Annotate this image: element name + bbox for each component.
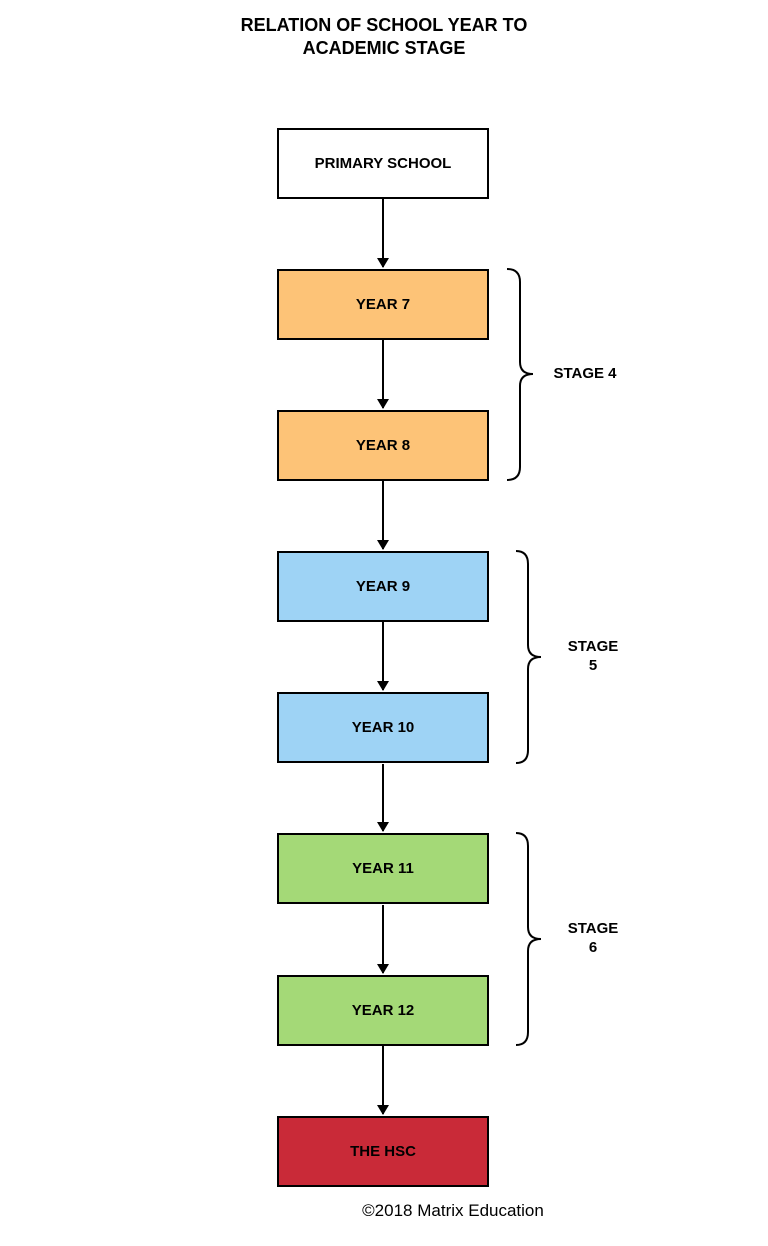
year-7-label: YEAR 7: [355, 296, 411, 313]
year-9-box: YEAR 9: [277, 551, 489, 622]
stage-6-label: STAGE 6: [554, 919, 632, 957]
diagram-title-line-2: ACADEMIC STAGE: [302, 38, 466, 58]
diagram-title: RELATION OF SCHOOL YEAR TO ACADEMIC STAG…: [0, 14, 768, 60]
stage-4-label: STAGE 4: [546, 364, 624, 383]
hsc-label: THE HSC: [350, 1143, 416, 1160]
hsc-box: THE HSC: [277, 1116, 489, 1187]
year-8-box: YEAR 8: [277, 410, 489, 481]
stage-6-line-1: STAGE: [567, 920, 619, 937]
year-10-label: YEAR 10: [351, 719, 415, 736]
year-11-box: YEAR 11: [277, 833, 489, 904]
stage-4-line-1: STAGE 4: [553, 365, 617, 382]
year-8-label: YEAR 8: [355, 437, 411, 454]
year-11-label: YEAR 11: [352, 860, 414, 877]
year-10-box: YEAR 10: [277, 692, 489, 763]
stage-6-brace: [515, 832, 542, 1046]
year-12-label: YEAR 12: [351, 1002, 415, 1019]
stage-5-brace: [515, 550, 542, 764]
stage-5-label: STAGE 5: [554, 637, 632, 675]
copyright-footer: ©2018 Matrix Education: [362, 1201, 544, 1220]
primary-school-label: PRIMARY SCHOOL: [314, 155, 452, 172]
stage-4-brace: [506, 268, 534, 481]
diagram-title-line-1: RELATION OF SCHOOL YEAR TO: [240, 15, 528, 35]
stage-5-line-2: 5: [588, 657, 598, 674]
primary-school-box: PRIMARY SCHOOL: [277, 128, 489, 199]
year-9-label: YEAR 9: [355, 578, 411, 595]
year-12-box: YEAR 12: [277, 975, 489, 1046]
stage-5-line-1: STAGE: [567, 638, 619, 655]
stage-6-line-2: 6: [588, 939, 598, 956]
year-7-box: YEAR 7: [277, 269, 489, 340]
